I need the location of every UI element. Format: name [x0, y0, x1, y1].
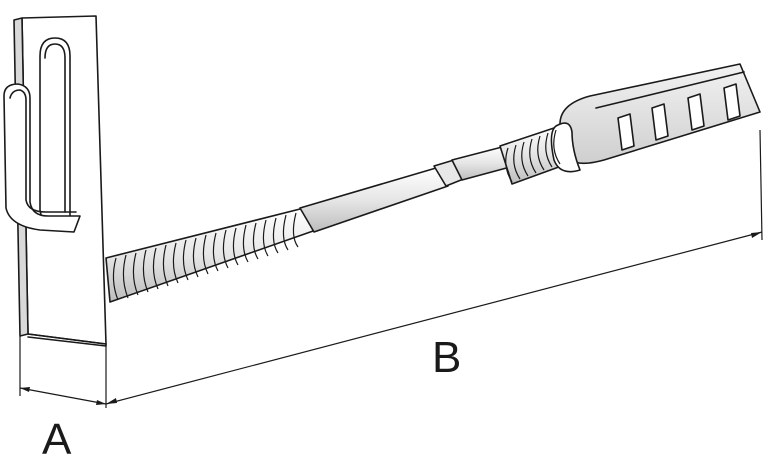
dimension-lines [19, 129, 763, 408]
plug-rib [723, 83, 741, 121]
right-thread-lines [505, 129, 561, 183]
smooth-shaft [299, 167, 449, 233]
dimension-arrows [20, 232, 762, 405]
plug-rib [651, 103, 669, 141]
dimension-label-b: B [432, 333, 462, 382]
plug-cap [550, 122, 581, 173]
hook-tab-inner [9, 89, 77, 213]
dimension-label-a: A [42, 415, 72, 464]
plate-bottom-edge [27, 333, 107, 347]
plug-rib [617, 113, 635, 151]
slot-inner-edge [44, 43, 66, 213]
dimension-a-line [19, 387, 107, 405]
left-thread-lines [112, 212, 299, 301]
hook-tab [3, 83, 81, 233]
plug-top-edge [595, 71, 745, 109]
dimension-b-line [105, 231, 763, 405]
plug-rib [687, 93, 705, 131]
